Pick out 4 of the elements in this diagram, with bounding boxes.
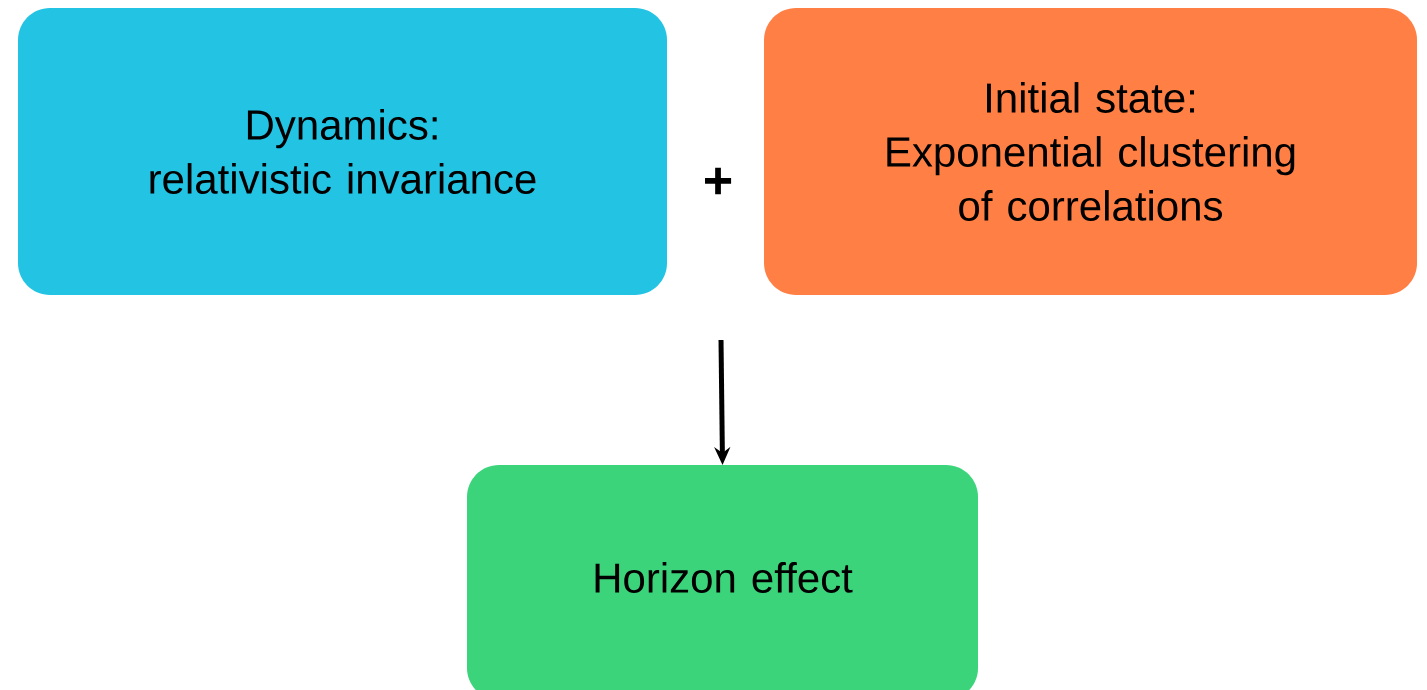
process-box: Horizon effect bbox=[467, 465, 978, 690]
process-box: Dynamics: relativistic invariance bbox=[18, 8, 667, 295]
plus-sign: + bbox=[705, 167, 732, 195]
process-box: Initial state: Exponential clustering of correlations bbox=[764, 8, 1418, 295]
